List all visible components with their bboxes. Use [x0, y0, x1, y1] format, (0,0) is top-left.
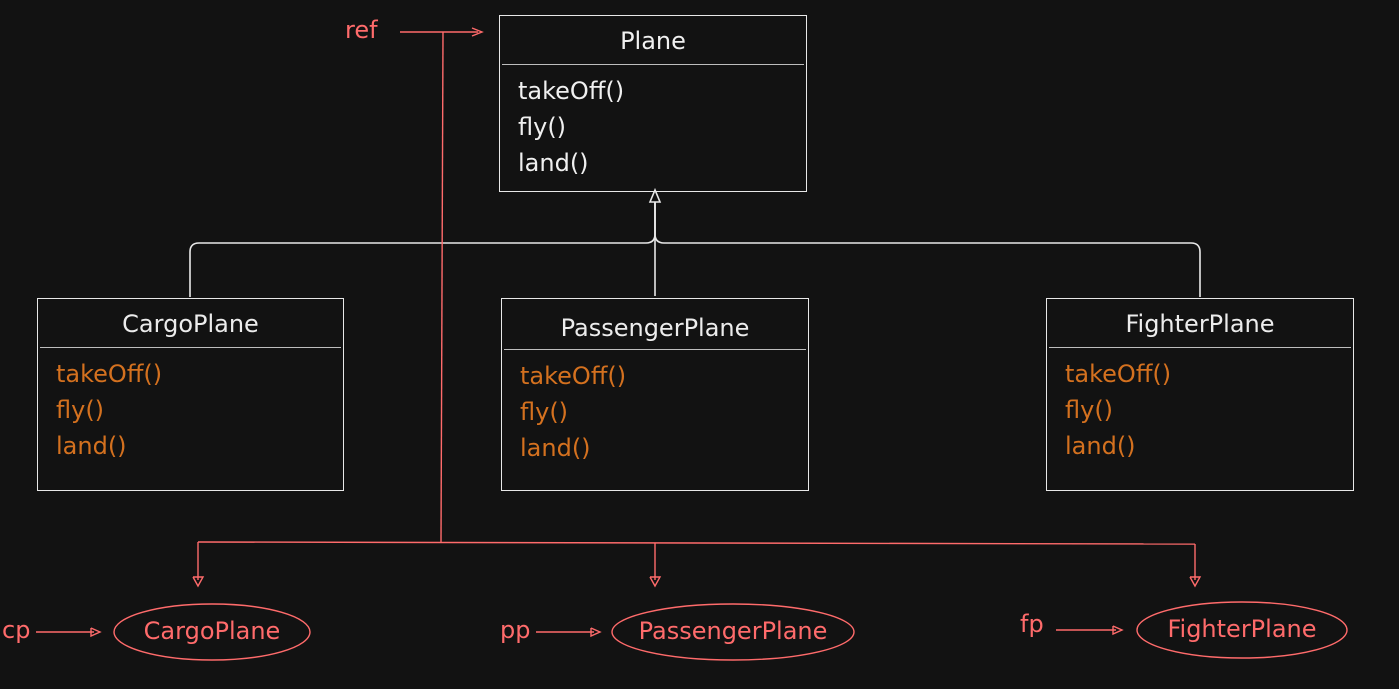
inheritance-line-cargo [189, 202, 656, 297]
inheritance-line-fighter [654, 202, 1201, 297]
object-name-cargoplane: CargoPlane [143, 617, 281, 645]
object-ellipse-passenger [611, 603, 855, 661]
object-ellipse-cargo [113, 603, 311, 661]
class-name-passengerplane: PassengerPlane [504, 299, 806, 350]
class-box-fighterplane: FighterPlane takeOff() fly() land() [1046, 298, 1354, 491]
method-list-plane: takeOff() fly() land() [500, 65, 806, 181]
ref-distribution-line [197, 541, 1196, 545]
method-takeoff: takeOff() [56, 360, 163, 388]
class-box-plane: Plane takeOff() fly() land() [499, 15, 807, 192]
class-box-cargoplane: CargoPlane takeOff() fly() land() [37, 298, 344, 491]
object-ellipse-fighter [1136, 601, 1348, 659]
inheritance-arrowhead [648, 187, 662, 203]
method-list-cargoplane: takeOff() fly() land() [38, 348, 343, 464]
object-name-passengerplane: PassengerPlane [638, 617, 828, 645]
object-name-fighterplane: FighterPlane [1167, 615, 1317, 643]
variable-label-pp: pp [500, 616, 531, 644]
cp-arrowhead [90, 627, 102, 638]
method-fly: fly() [520, 398, 569, 426]
method-fly: fly() [1065, 396, 1114, 424]
variable-label-fp: fp [1020, 610, 1044, 638]
reference-connectors [36, 27, 1348, 661]
drop-arrowhead-cargo [192, 576, 205, 588]
ref-arrowhead [471, 27, 484, 37]
class-name-fighterplane: FighterPlane [1049, 299, 1351, 348]
class-box-passengerplane: PassengerPlane takeOff() fly() land() [501, 298, 809, 491]
method-land: land() [1065, 432, 1136, 460]
method-land: land() [520, 434, 591, 462]
method-fly: fly() [518, 113, 567, 141]
inheritance-connectors [189, 187, 1201, 297]
method-takeoff: takeOff() [520, 362, 627, 390]
method-list-passengerplane: takeOff() fly() land() [502, 350, 808, 466]
ref-trunk-line [440, 31, 444, 543]
method-takeoff: takeOff() [518, 77, 625, 105]
drop-arrowhead-fighter [1189, 576, 1202, 588]
class-name-cargoplane: CargoPlane [40, 299, 341, 348]
method-list-fighterplane: takeOff() fly() land() [1047, 348, 1353, 464]
method-takeoff: takeOff() [1065, 360, 1172, 388]
method-fly: fly() [56, 396, 105, 424]
variable-label-cp: cp [2, 616, 31, 644]
pp-arrowhead [590, 627, 602, 638]
ref-label: ref [345, 16, 378, 44]
fp-arrowhead [1112, 625, 1124, 636]
method-land: land() [518, 149, 589, 177]
class-name-plane: Plane [502, 16, 804, 65]
drop-arrowhead-passenger [649, 576, 662, 588]
method-land: land() [56, 432, 127, 460]
